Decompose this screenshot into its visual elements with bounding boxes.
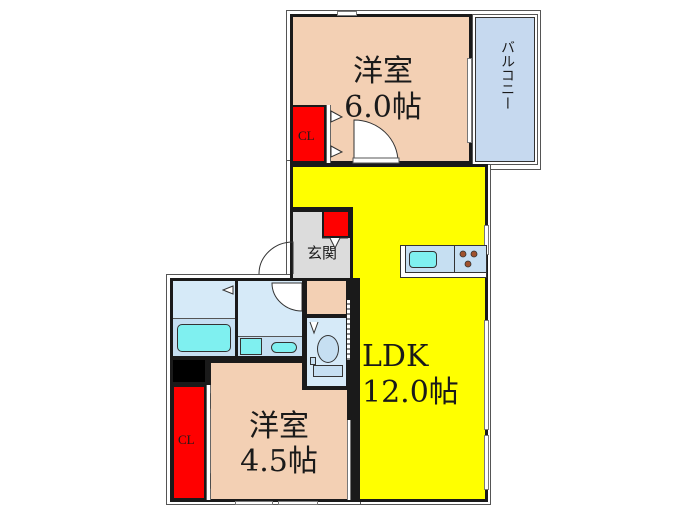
washbasin-icon bbox=[271, 342, 297, 353]
counter-divider bbox=[454, 245, 455, 273]
window-ldk-3 bbox=[484, 435, 489, 490]
bathroom-door-arrow-icon bbox=[222, 285, 234, 295]
storage-closet bbox=[307, 281, 346, 314]
washing-machine-icon bbox=[240, 338, 262, 355]
balcony: バルコニー bbox=[475, 17, 535, 162]
closet-1-door-swing-icon bbox=[330, 110, 344, 158]
room-1-door-icon[interactable] bbox=[352, 118, 402, 164]
black-cabinet bbox=[173, 360, 205, 382]
toilet-window bbox=[347, 300, 350, 390]
room-2-sliding-door[interactable] bbox=[347, 420, 351, 500]
closet-2-door bbox=[206, 385, 211, 500]
western-room-1-name: 洋室 bbox=[353, 54, 413, 89]
stove-burners-icon bbox=[459, 250, 478, 268]
closet-2-label: CL bbox=[178, 432, 195, 447]
toilet-room-overlay bbox=[307, 318, 346, 386]
western-room-1-size: 6.0帖 bbox=[344, 90, 422, 125]
closet-2: CL bbox=[172, 385, 206, 500]
entrance-door-icon[interactable] bbox=[255, 240, 295, 276]
window-bottom-2 bbox=[278, 501, 318, 505]
window-bottom-1 bbox=[235, 501, 273, 505]
bathroom bbox=[173, 281, 235, 356]
kitchen-sink-icon bbox=[409, 251, 437, 268]
bathtub-icon bbox=[177, 324, 231, 352]
closet-1-label: CL bbox=[298, 128, 315, 143]
toilet-door-arrow-icon-2 bbox=[309, 321, 319, 335]
window-balcony bbox=[467, 58, 472, 143]
balcony-label: バルコニー bbox=[499, 40, 515, 110]
ldk-size: 12.0帖 bbox=[362, 375, 459, 410]
shoe-closet-door-icon bbox=[322, 237, 348, 250]
ldk-name: LDK bbox=[362, 339, 429, 374]
window-top bbox=[337, 11, 357, 16]
toilet-tank-icon-2 bbox=[313, 365, 343, 377]
entrance-label: 玄関 bbox=[306, 244, 337, 262]
closet-1-door bbox=[326, 105, 331, 163]
toilet-paper-icon-2 bbox=[310, 357, 316, 365]
toilet-bowl-icon bbox=[317, 335, 339, 363]
western-room-2-name: 洋室 bbox=[249, 409, 309, 444]
window-ldk-2 bbox=[484, 320, 489, 430]
western-room-2: 洋室 4.5帖 bbox=[211, 363, 347, 499]
washroom-door-icon[interactable] bbox=[270, 281, 302, 313]
western-room-2-size: 4.5帖 bbox=[240, 444, 318, 479]
shoe-closet bbox=[322, 210, 350, 238]
closet-1: CL bbox=[291, 105, 326, 163]
